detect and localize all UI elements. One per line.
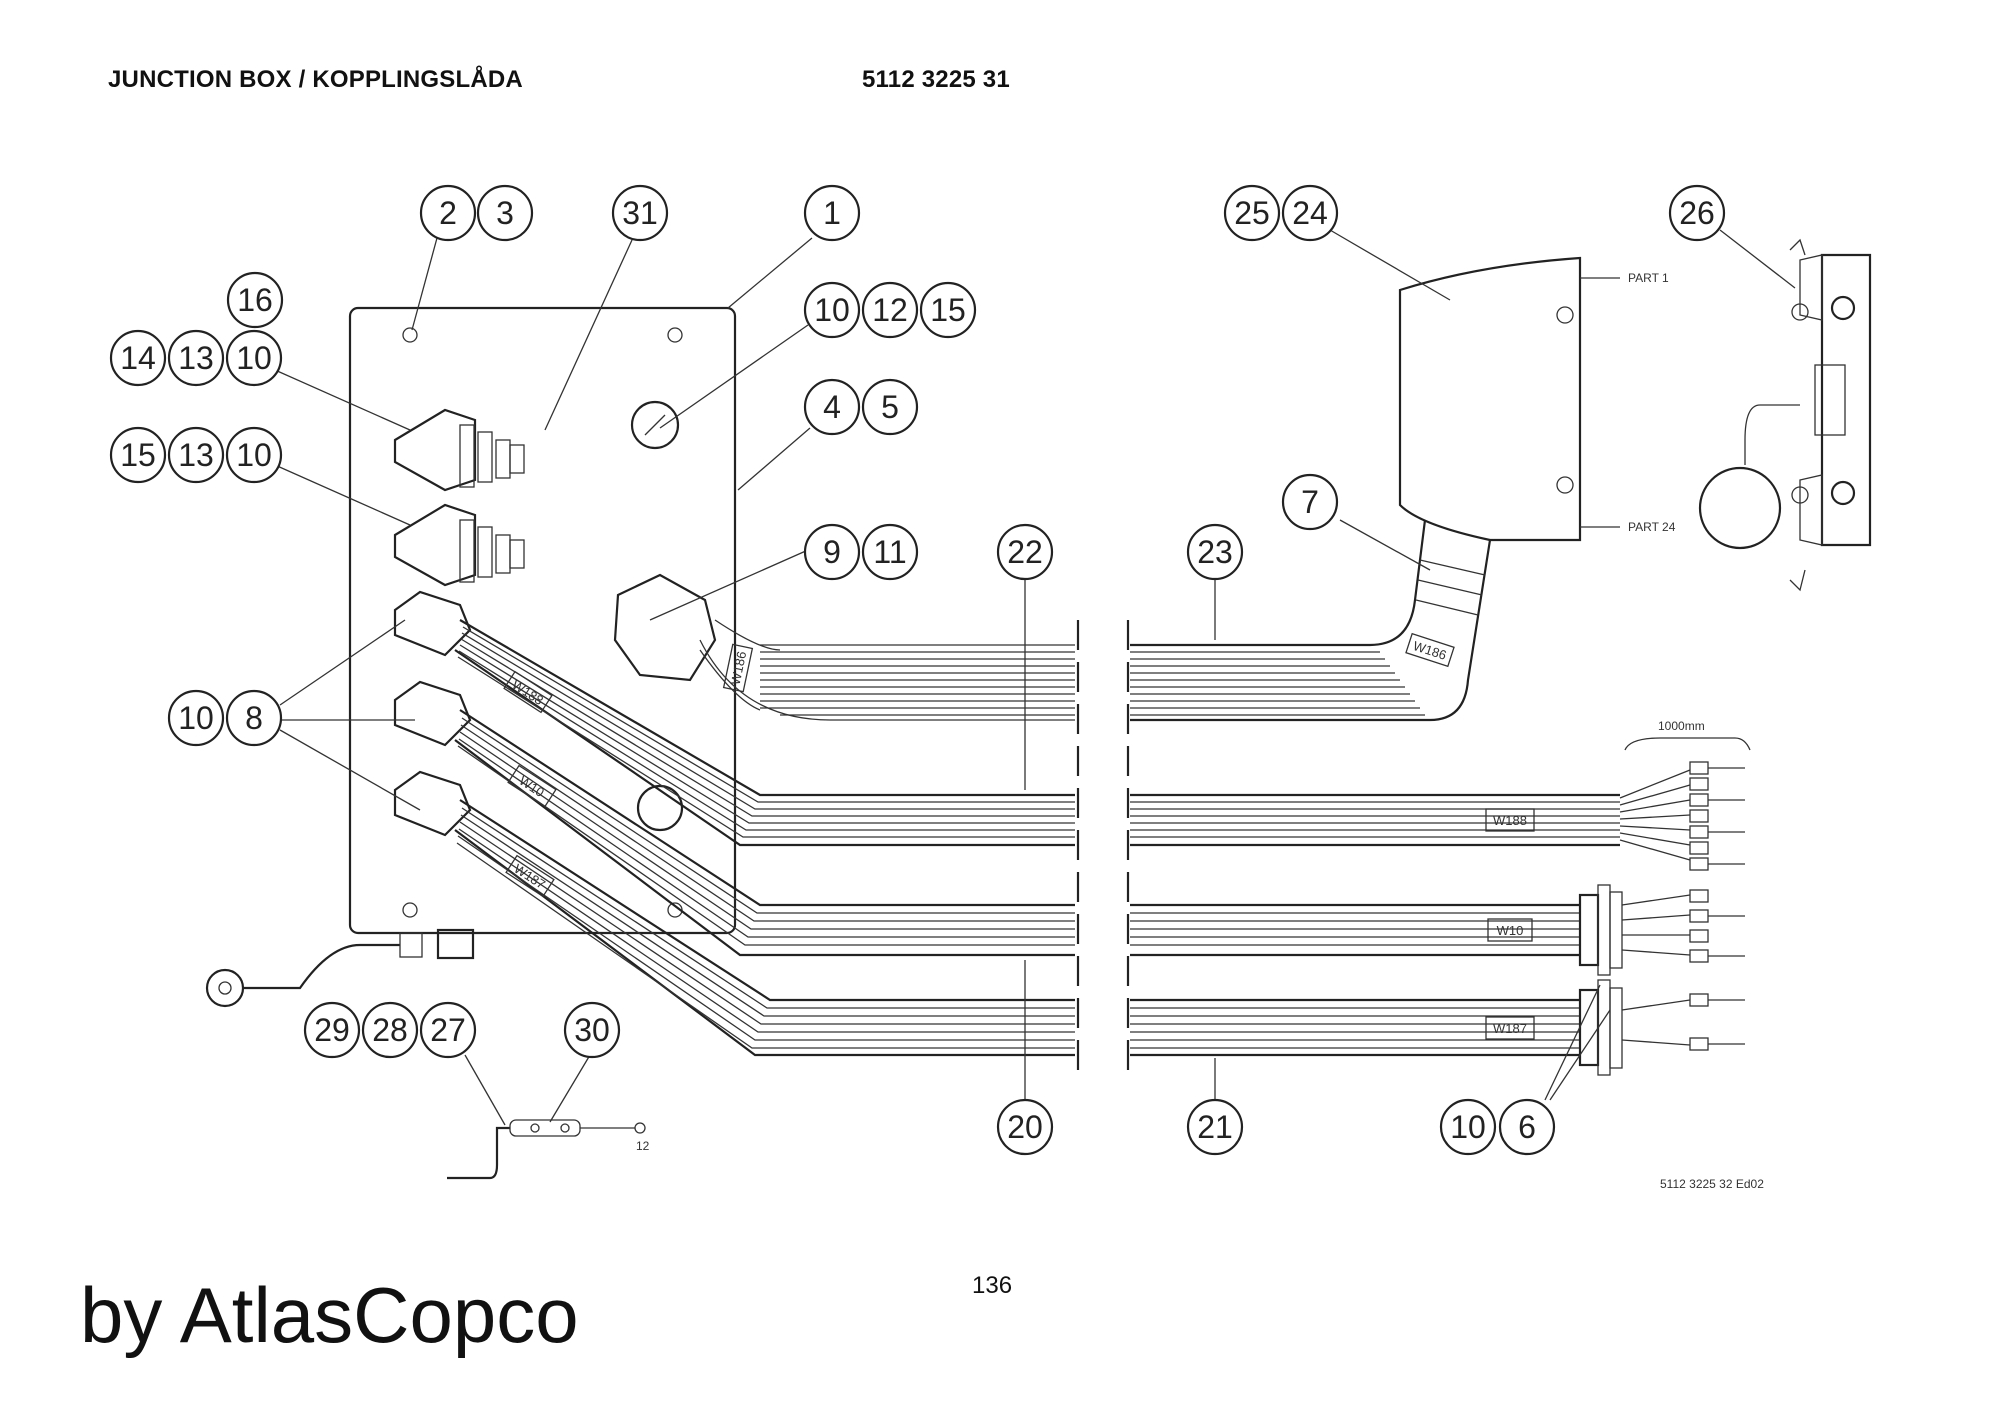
stray-label: 12 [636,1139,650,1153]
balloon-10: 10 [167,689,225,747]
balloon-9: 9 [803,523,861,581]
cable-tag: W186 [1411,638,1448,663]
balloon-13: 13 [167,329,225,387]
balloon-16: 16 [226,271,284,329]
balloon-27: 27 [419,1001,477,1059]
svg-text:25: 25 [1234,195,1270,231]
balloon-7: 7 [1281,473,1339,531]
balloon-31: 31 [611,184,669,242]
balloon-4: 4 [803,378,861,436]
part-last-label: PART 24 [1628,520,1676,534]
balloon-6: 6 [1498,1098,1556,1156]
svg-text:2: 2 [439,195,457,231]
svg-text:8: 8 [245,700,263,736]
balloon-14: 14 [109,329,167,387]
balloon-10: 10 [803,281,861,339]
balloon-15: 15 [109,426,167,484]
svg-text:15: 15 [930,292,966,328]
svg-text:4: 4 [823,389,841,425]
balloon-20: 20 [996,1098,1054,1156]
drawing-number: 5112 3225 32 Ed02 [1660,1177,1764,1191]
svg-text:30: 30 [574,1012,610,1048]
balloon-13: 13 [167,426,225,484]
balloon-29: 29 [303,1001,361,1059]
svg-text:22: 22 [1007,534,1043,570]
dimension-label: 1000mm [1658,719,1705,733]
cable-tag: W187 [1493,1021,1527,1036]
svg-text:10: 10 [1450,1109,1486,1145]
cable-tag: W10 [1497,923,1524,938]
svg-text:6: 6 [1518,1109,1536,1145]
svg-text:13: 13 [178,340,214,376]
svg-text:23: 23 [1197,534,1233,570]
svg-text:26: 26 [1679,195,1715,231]
balloon-8: 8 [225,689,283,747]
svg-text:16: 16 [237,282,273,318]
cable-entry-heads [393,573,717,837]
balloon-30: 30 [563,1001,621,1059]
balloon-10: 10 [225,329,283,387]
balloon-21: 21 [1186,1098,1244,1156]
balloon-23: 23 [1186,523,1244,581]
cable-tag: W186 [728,650,750,686]
balloon-25: 25 [1223,184,1281,242]
balloon-10: 10 [225,426,283,484]
svg-text:12: 12 [872,292,908,328]
locking-bracket [1698,238,1872,592]
balloon-26: 26 [1668,184,1726,242]
svg-text:13: 13 [178,437,214,473]
svg-text:10: 10 [236,340,272,376]
balloon-11: 11 [861,523,919,581]
balloon-24: 24 [1281,184,1339,242]
cable-gland-lower [393,503,525,587]
svg-text:1: 1 [823,195,841,231]
balloon-22: 22 [996,523,1054,581]
balloon-12: 12 [861,281,919,339]
svg-text:7: 7 [1301,484,1319,520]
svg-text:15: 15 [120,437,156,473]
cable-bundles-right [1130,519,1620,1057]
part-first-label: PART 1 [1628,271,1669,285]
junction-box-plate [348,306,737,935]
part-number: 5112 3225 31 [862,66,1010,93]
balloon-10: 10 [1439,1098,1497,1156]
brand-text: by AtlasCopco [80,1271,579,1359]
cable-tag: W188 [1493,813,1527,828]
balloon-15: 15 [919,281,977,339]
svg-text:14: 14 [120,340,156,376]
page-title: JUNCTION BOX / KOPPLINGSLÅDA [108,66,523,93]
svg-text:9: 9 [823,534,841,570]
leader-lines [274,229,1796,1126]
balloon-5: 5 [861,378,919,436]
ground-lead: 12 [205,928,650,1180]
cable-gland-upper [393,408,525,492]
svg-text:10: 10 [814,292,850,328]
svg-text:3: 3 [496,195,514,231]
balloon-1: 1 [803,184,861,242]
svg-text:31: 31 [622,195,658,231]
item-balloons: 2 3 31 1 10 12 15 4 5 9 11 16 14 13 10 1… [109,184,1726,1156]
svg-text:11: 11 [873,534,906,570]
svg-text:28: 28 [372,1012,408,1048]
balloon-28: 28 [361,1001,419,1059]
svg-text:29: 29 [314,1012,350,1048]
svg-text:27: 27 [430,1012,466,1048]
multipin-connector: PART 1 PART 24 [1398,256,1676,542]
svg-text:20: 20 [1007,1109,1043,1145]
page-number: 136 [972,1272,1013,1299]
svg-text:5: 5 [881,389,899,425]
balloon-3: 3 [476,184,534,242]
svg-text:10: 10 [178,700,214,736]
balloon-2: 2 [419,184,477,242]
svg-text:10: 10 [236,437,272,473]
cable-bundles-left [454,619,1130,1070]
svg-text:24: 24 [1292,195,1328,231]
svg-text:21: 21 [1197,1109,1233,1145]
wire-terminals: 1000mm [1578,719,1751,1076]
